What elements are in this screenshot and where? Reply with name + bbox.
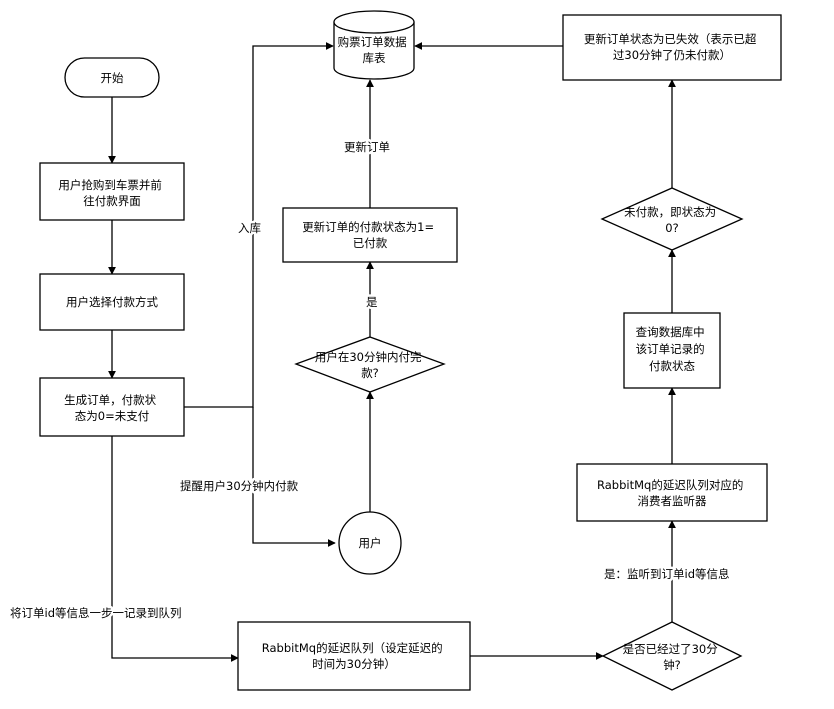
node-database: 购票订单数据 库表 [333, 10, 415, 80]
node-check-30min-line-1: 是否已经过了30分 [623, 642, 719, 656]
svg-text:查询数据库中 该订单记录的 付款状态: 查询数据库中 该订单记录的 付款状态 [636, 325, 709, 373]
edge-create-to-queue [111, 436, 239, 662]
node-create-order: 生成订单，付款状 态为0=未支付 [39, 377, 185, 437]
edge-label-remind-user: 提醒用户30分钟内付款 [180, 479, 299, 493]
node-rabbitmq-queue-line-2: 时间为30分钟） [312, 657, 396, 671]
node-check-30min: 是否已经过了30分 钟? [601, 621, 743, 691]
node-rabbitmq-queue: RabbitMq的延迟队列（设定延迟的 时间为30分钟） [237, 621, 471, 691]
node-expire-order-line-2: 过30分钟了仍未付款） [613, 48, 731, 62]
edge-label-update-order: 更新订单 [344, 140, 390, 154]
svg-text:RabbitMq的延迟队列（设定延迟的 时间为3: RabbitMq的延迟队列（设定延迟的 时间为30分钟） [262, 641, 446, 671]
node-consumer-listener-line-1: RabbitMq的延迟队列对应的 [597, 478, 743, 492]
svg-text:用户在30分钟内付完 款?: 用户在30分钟内付完 款? [315, 350, 425, 380]
node-check-30min-line-2: 钟? [663, 658, 681, 672]
node-create-order-line-1: 生成订单，付款状 [64, 393, 156, 407]
node-choose-payment: 用户选择付款方式 [39, 273, 185, 331]
node-set-paid: 更新订单的付款状态为1= 已付款 [282, 207, 458, 263]
node-grab-ticket: 用户抢购到车票并前 往付款界面 [39, 162, 185, 221]
svg-text:更新订单的付款状态为1= 已付款: 更新订单的付款状态为1= 已付款 [302, 220, 438, 250]
edge-labels: 将订单id等信息一步一记录到队列 是：监听到订单id等信息 提醒用户30分钟内付… [8, 138, 733, 623]
svg-text:用户抢购到车票并前 往付款界面: 用户抢购到车票并前 往付款界面 [58, 178, 165, 208]
node-paid-in-30-line-1: 用户在30分钟内付完 [315, 350, 422, 364]
edge-label-yes-listen: 是：监听到订单id等信息 [604, 567, 730, 581]
svg-text:更新订单状态为已失效（表示已超 过30分钟了仍未: 更新订单状态为已失效（表示已超 过30分钟了仍未付款） [584, 32, 760, 62]
node-expire-order: 更新订单状态为已失效（表示已超 过30分钟了仍未付款） [562, 14, 782, 81]
edge-create-to-db [184, 42, 334, 408]
node-unpaid-check-line-1: 未付款，即状态为 [624, 205, 716, 219]
node-paid-in-30-line-2: 款? [361, 366, 379, 380]
node-set-paid-line-1: 更新订单的付款状态为1= [302, 220, 434, 234]
node-create-order-line-2: 态为0=未支付 [75, 409, 149, 423]
node-query-db-line-1: 查询数据库中 [636, 325, 705, 339]
node-database-line-2: 库表 [363, 51, 386, 65]
edges [108, 42, 676, 662]
node-unpaid-check: 未付款，即状态为 0? [600, 187, 744, 251]
svg-text:未付款，即状态为 0?: 未付款，即状态为 0? [624, 205, 720, 235]
node-start-label: 开始 [101, 71, 124, 85]
node-set-paid-line-2: 已付款 [353, 236, 388, 250]
svg-text:是否已经过了30分 钟?: 是否已经过了30分 钟? [623, 642, 722, 672]
svg-text:生成订单，付款状 态为0=未支付: 生成订单，付款状 态为0=未支付 [64, 393, 160, 423]
node-grab-ticket-line-1: 用户抢购到车票并前 [58, 178, 162, 192]
node-user: 用户 [338, 511, 402, 575]
node-start: 开始 [64, 57, 160, 98]
node-query-db: 查询数据库中 该订单记录的 付款状态 [623, 312, 721, 389]
node-choose-payment-label: 用户选择付款方式 [66, 295, 158, 309]
node-grab-ticket-line-2: 往付款界面 [83, 194, 141, 208]
node-query-db-line-2: 该订单记录的 [636, 342, 705, 356]
svg-text:RabbitMq的延迟队列对应的 消费者监听器: RabbitMq的延迟队列对应的 消费者监听器 [597, 478, 747, 508]
node-consumer-listener-line-2: 消费者监听器 [638, 494, 707, 508]
edge-create-to-user [252, 407, 336, 547]
node-expire-order-line-1: 更新订单状态为已失效（表示已超 [584, 32, 757, 46]
svg-text:购票订单数据 库表: 购票订单数据 库表 [338, 35, 411, 65]
edge-label-to-queue: 将订单id等信息一步一记录到队列 [10, 606, 182, 620]
node-user-label: 用户 [359, 536, 382, 550]
edge-label-store: 入库 [238, 221, 261, 235]
edge-label-yes: 是 [366, 295, 378, 309]
node-database-line-1: 购票订单数据 [338, 35, 407, 49]
node-query-db-line-3: 付款状态 [649, 359, 695, 373]
node-unpaid-check-line-2: 0? [665, 221, 678, 235]
node-paid-in-30: 用户在30分钟内付完 款? [294, 336, 446, 393]
node-rabbitmq-queue-line-1: RabbitMq的延迟队列（设定延迟的 [262, 641, 443, 655]
node-consumer-listener: RabbitMq的延迟队列对应的 消费者监听器 [576, 463, 768, 522]
